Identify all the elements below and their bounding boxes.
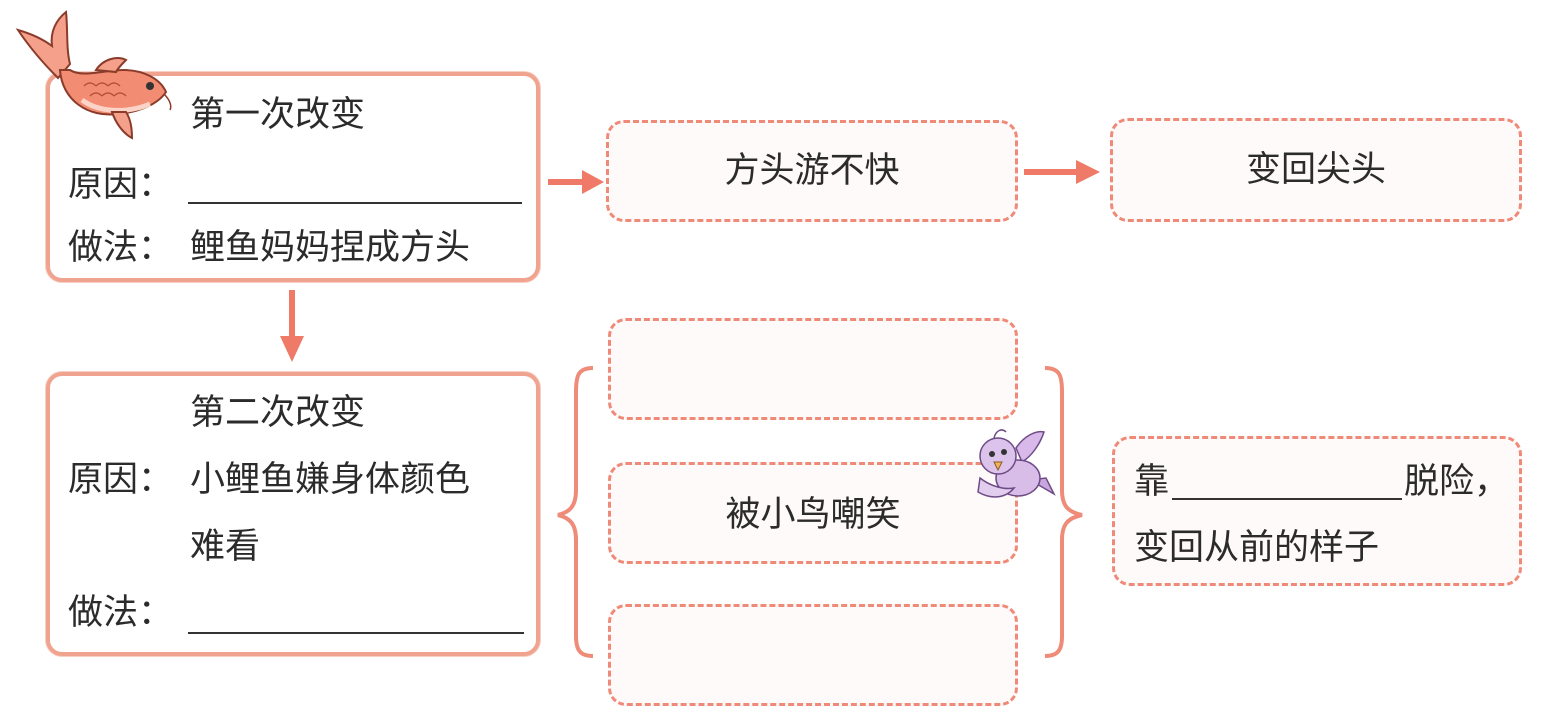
first-change-method-text: 鲤鱼妈妈捏成方头	[190, 228, 471, 268]
arrow-down	[280, 290, 304, 362]
middle-box-2	[608, 462, 1018, 564]
second-change-reason-text-1: 小鲤鱼嫌身体颜色	[190, 460, 471, 500]
second-change-box	[46, 372, 540, 656]
final-box	[1112, 436, 1522, 586]
second-change-reason-label: 原因：	[68, 460, 174, 500]
result-box-slow-swim	[606, 120, 1018, 222]
first-change-reason-label: 原因：	[68, 165, 174, 205]
final-line2: 变回从前的样子	[1134, 528, 1380, 568]
small-bird-icon	[977, 429, 1056, 498]
second-change-method-label: 做法：	[68, 593, 174, 633]
carp-fish-icon	[15, 10, 172, 140]
right-brace	[1044, 366, 1083, 658]
final-suffix: 脱险，	[1404, 462, 1510, 502]
arrow-right-1	[548, 170, 604, 194]
middle-box-1[interactable]	[608, 318, 1018, 420]
outcome-box-pointed-head	[1110, 118, 1522, 222]
result-text-slow-swim: 方头游不快	[724, 151, 900, 191]
middle-box-3[interactable]	[608, 604, 1018, 706]
final-prefix: 靠	[1134, 462, 1170, 502]
outcome-text-pointed-head: 变回尖头	[1245, 150, 1386, 190]
second-change-reason-text-2: 难看	[190, 527, 261, 567]
left-brace	[557, 366, 594, 658]
first-change-reason-blank[interactable]	[188, 202, 522, 204]
first-change-title: 第一次改变	[190, 95, 366, 135]
second-change-title: 第二次改变	[190, 393, 366, 433]
first-change-method-label: 做法：	[68, 228, 174, 268]
middle-box-2-text: 被小鸟嘲笑	[725, 495, 901, 535]
arrow-right-2	[1024, 160, 1100, 184]
final-blank[interactable]	[1172, 498, 1402, 500]
second-change-method-blank[interactable]	[188, 632, 524, 634]
